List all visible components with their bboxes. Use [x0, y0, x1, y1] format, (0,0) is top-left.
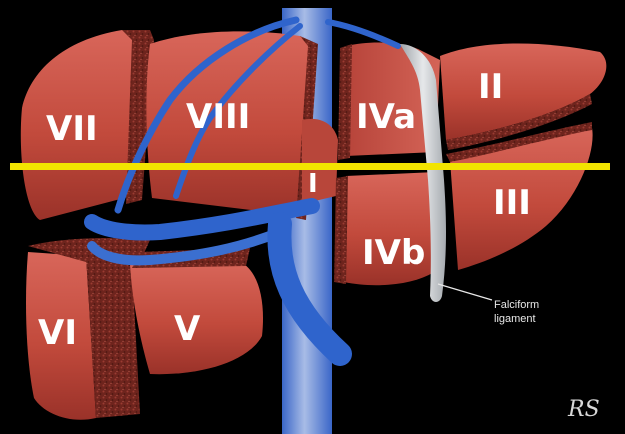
label-segment-iii: III	[493, 183, 531, 223]
left-hepatic-vein	[328, 22, 398, 46]
falciform-callout-line2: ligament	[494, 313, 536, 325]
label-segment-vi: VI	[38, 313, 77, 353]
segment-ivb-cut-face	[334, 176, 348, 284]
artist-signature: RS	[567, 397, 600, 422]
label-segment-ivb: IVb	[362, 233, 425, 273]
falciform-callout-line1: Falciform	[494, 299, 539, 311]
label-segment-viii: VIII	[186, 97, 250, 137]
label-segment-iva: IVa	[356, 97, 416, 137]
segment-iva-cut-face	[338, 44, 352, 160]
falciform-callout-line	[438, 284, 492, 300]
label-segment-i: I	[308, 169, 318, 199]
label-segment-v: V	[174, 309, 201, 349]
label-segment-vii: VII	[46, 109, 98, 149]
label-segment-ii: II	[478, 67, 503, 107]
